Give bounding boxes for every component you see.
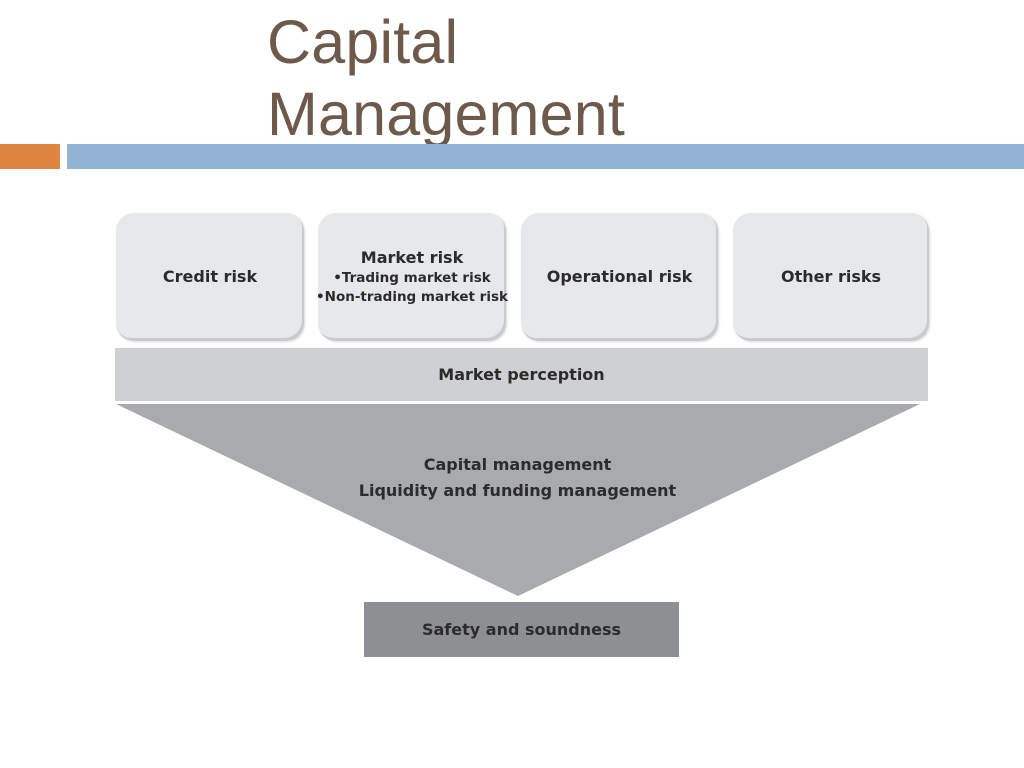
trading-market-risk-item: •Trading market risk (333, 270, 491, 286)
non-trading-market-risk-item: •Non-trading market risk (316, 289, 508, 305)
market-risk-box: Market risk •Trading market risk •Non-tr… (316, 213, 508, 341)
safety-soundness-label: Safety and soundness (421, 620, 622, 639)
slide-title-line-2: Management (267, 80, 626, 148)
credit-risk-box: Credit risk (116, 213, 304, 341)
accent-bar-orange (0, 144, 60, 169)
funnel-triangle (116, 404, 920, 596)
operational-risk-label: Operational risk (546, 267, 693, 286)
market-risk-label: Market risk (360, 248, 464, 267)
credit-risk-label: Credit risk (162, 267, 258, 286)
funnel-text: Capital management Liquidity and funding… (315, 452, 720, 504)
other-risks-box: Other risks (733, 213, 929, 341)
accent-bar-blue (67, 144, 1024, 169)
capital-management-label: Capital management (423, 455, 612, 474)
operational-risk-box: Operational risk (521, 213, 718, 341)
market-perception-label: Market perception (438, 365, 605, 384)
safety-soundness-box: Safety and soundness (364, 602, 679, 657)
liquidity-funding-label: Liquidity and funding management (358, 481, 677, 500)
other-risks-label: Other risks (780, 267, 881, 286)
market-perception-band: Market perception (115, 348, 928, 401)
slide-title: Capital Management (267, 6, 625, 150)
slide-title-line-1: Capital (267, 8, 459, 76)
